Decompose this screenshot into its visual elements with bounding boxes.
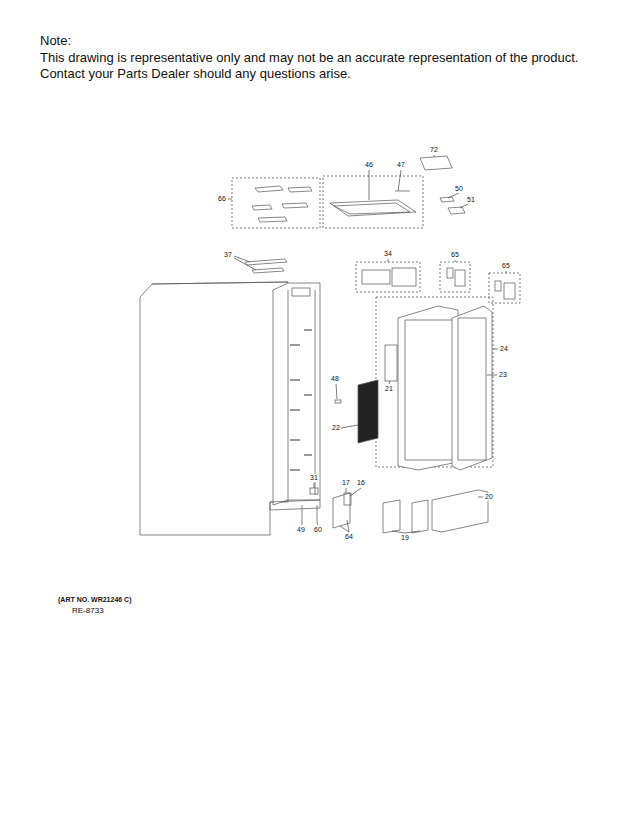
callout-number: 23 (498, 371, 508, 379)
note-text: This drawing is representative only and … (40, 51, 578, 66)
art-number: (ART NO. WR21246 C) (58, 596, 132, 604)
callout-number: 21 (384, 385, 394, 393)
callout-number: 22 (331, 424, 341, 432)
callout-number: 72 (429, 146, 439, 154)
callout-number: 64 (344, 533, 354, 541)
callout-number: 49 (296, 526, 306, 534)
callout-number: 46 (364, 161, 374, 169)
callout-number: 31 (309, 474, 319, 482)
callout-number: 24 (499, 345, 509, 353)
leader-lines (228, 155, 506, 533)
cabinet (140, 282, 320, 535)
callout-number: 37 (223, 251, 233, 259)
callout-number: 66 (217, 195, 227, 203)
callout-number: 48 (330, 375, 340, 383)
callout-number: 65 (450, 251, 460, 259)
callout-number: 16 (356, 479, 366, 487)
callout-number: 34 (383, 250, 393, 258)
note-heading: Note: (40, 34, 71, 49)
callout-number: 65 (501, 262, 511, 270)
callout-number: 19 (400, 534, 410, 542)
callout-number: 20 (484, 493, 494, 501)
callout-number: 17 (341, 479, 351, 487)
callout-number: 47 (396, 161, 406, 169)
callout-number: 51 (466, 196, 476, 204)
reference-number: RE-8733 (72, 606, 104, 615)
note-text: Contact your Parts Dealer should any que… (40, 67, 351, 82)
callout-number: 60 (313, 526, 323, 534)
callout-number: 50 (454, 185, 464, 193)
